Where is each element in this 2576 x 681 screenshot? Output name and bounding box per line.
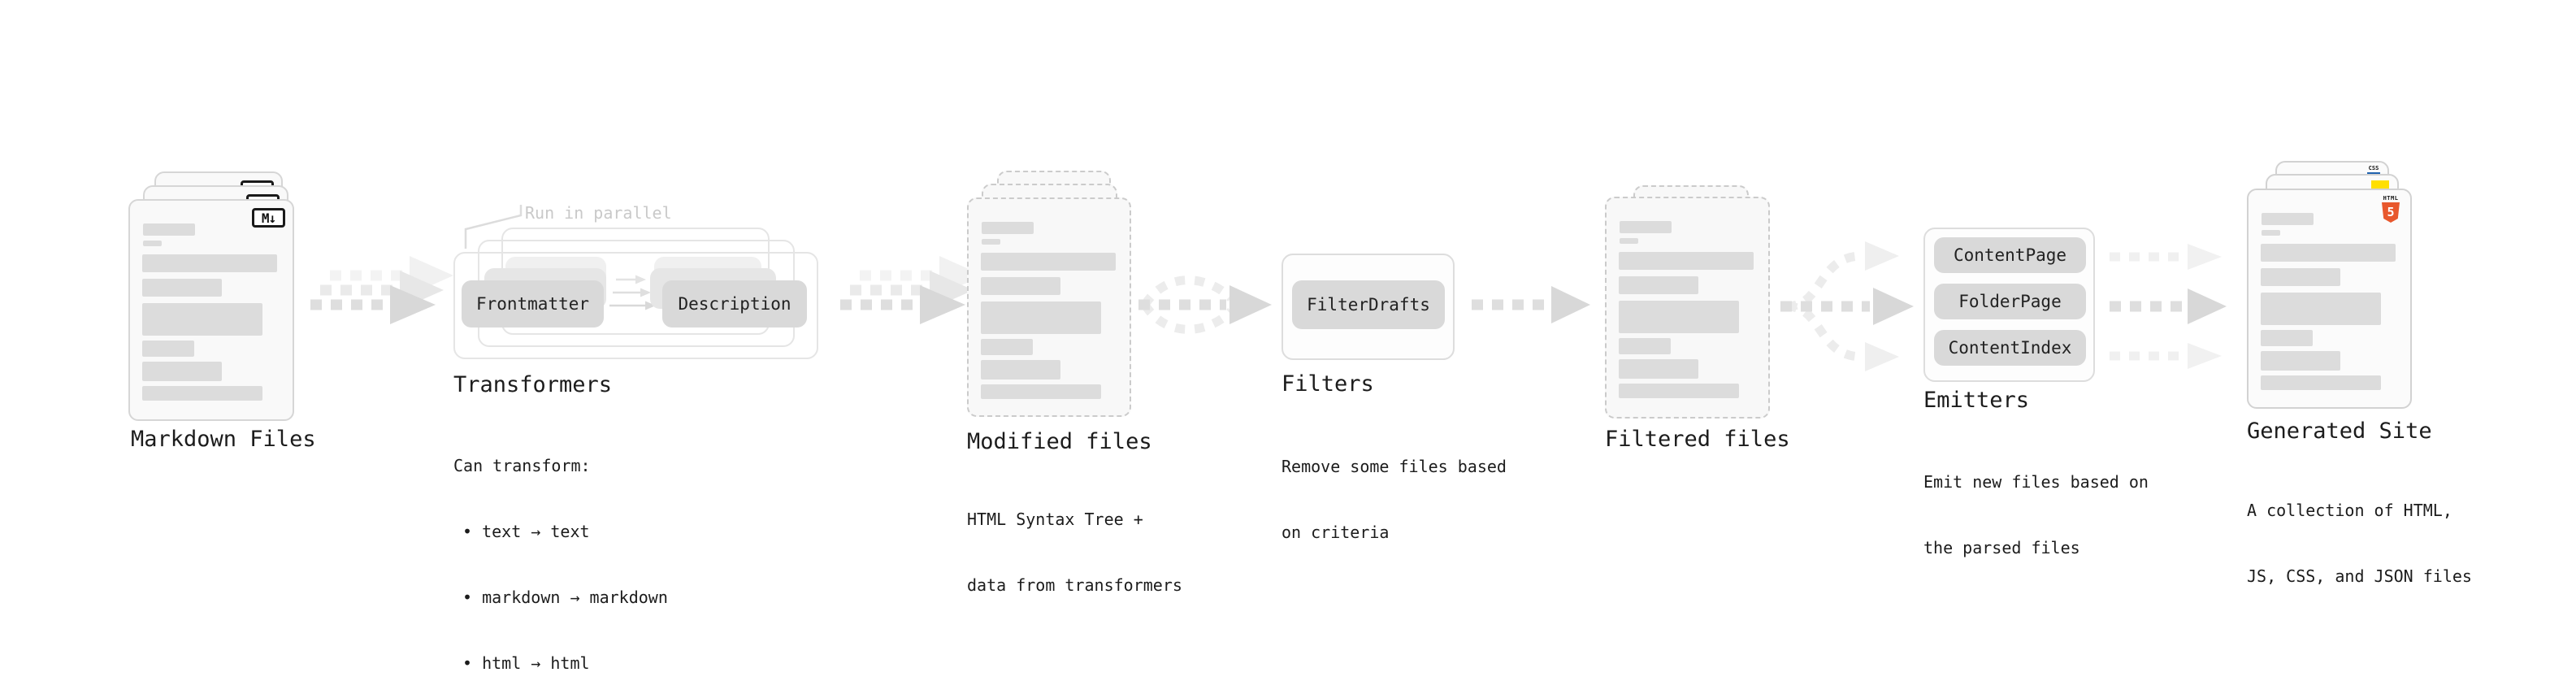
- filtered-file-card-front: [1605, 197, 1770, 419]
- modified-files-label: Modified files: [967, 429, 1152, 454]
- css-icon: CSS: [2366, 166, 2381, 175]
- filtered-files-label: Filtered files: [1605, 427, 1790, 452]
- filters-label: Filters: [1281, 371, 1374, 397]
- generated-site-description: A collection of HTML, JS, CSS, and JSON …: [2247, 501, 2472, 586]
- markdown-files-label: Markdown Files: [131, 427, 316, 452]
- flow-arrow-transformers-to-modified: [840, 256, 983, 324]
- modified-files-description: HTML Syntax Tree + data from transformer…: [967, 510, 1182, 595]
- flow-arrow-markdown-to-transformers: [310, 256, 453, 324]
- markdown-icon: M↓: [252, 208, 285, 228]
- flow-arrow-filters-to-filtered: [1472, 286, 1590, 323]
- generated-file-card-html: HTML 5: [2247, 189, 2412, 409]
- content-page-pill: ContentPage: [1934, 237, 2086, 273]
- frontmatter-pill: Frontmatter: [462, 280, 604, 327]
- emitters-description: Emit new files based on the parsed files: [1923, 472, 2149, 557]
- filter-drafts-pill: FilterDrafts: [1292, 280, 1445, 329]
- flow-arrow-modified-to-filters: [1138, 275, 1272, 334]
- run-in-parallel-annotation: Run in parallel: [525, 203, 672, 223]
- filters-description: Remove some files based on criteria: [1281, 457, 1507, 542]
- transformer-container-front: [453, 252, 818, 359]
- parallel-mini-arrows: [609, 275, 656, 310]
- description-pill: Description: [662, 280, 807, 327]
- generated-site-label: Generated Site: [2247, 419, 2432, 444]
- transformers-description: Can transform: • text → text • markdown …: [453, 456, 668, 673]
- modified-file-card-front: [967, 197, 1131, 417]
- flow-arrow-emitters-to-site: [2110, 244, 2227, 369]
- html5-icon: HTML 5: [2381, 195, 2400, 223]
- folder-page-pill: FolderPage: [1934, 284, 2086, 319]
- markdown-file-card-front: M↓: [128, 199, 294, 421]
- flow-arrow-filtered-to-emitters: [1780, 241, 1914, 371]
- transformers-label: Transformers: [453, 372, 613, 397]
- annotation-leader-line: [464, 205, 523, 249]
- content-index-pill: ContentIndex: [1934, 330, 2086, 366]
- emitters-label: Emitters: [1923, 388, 2030, 413]
